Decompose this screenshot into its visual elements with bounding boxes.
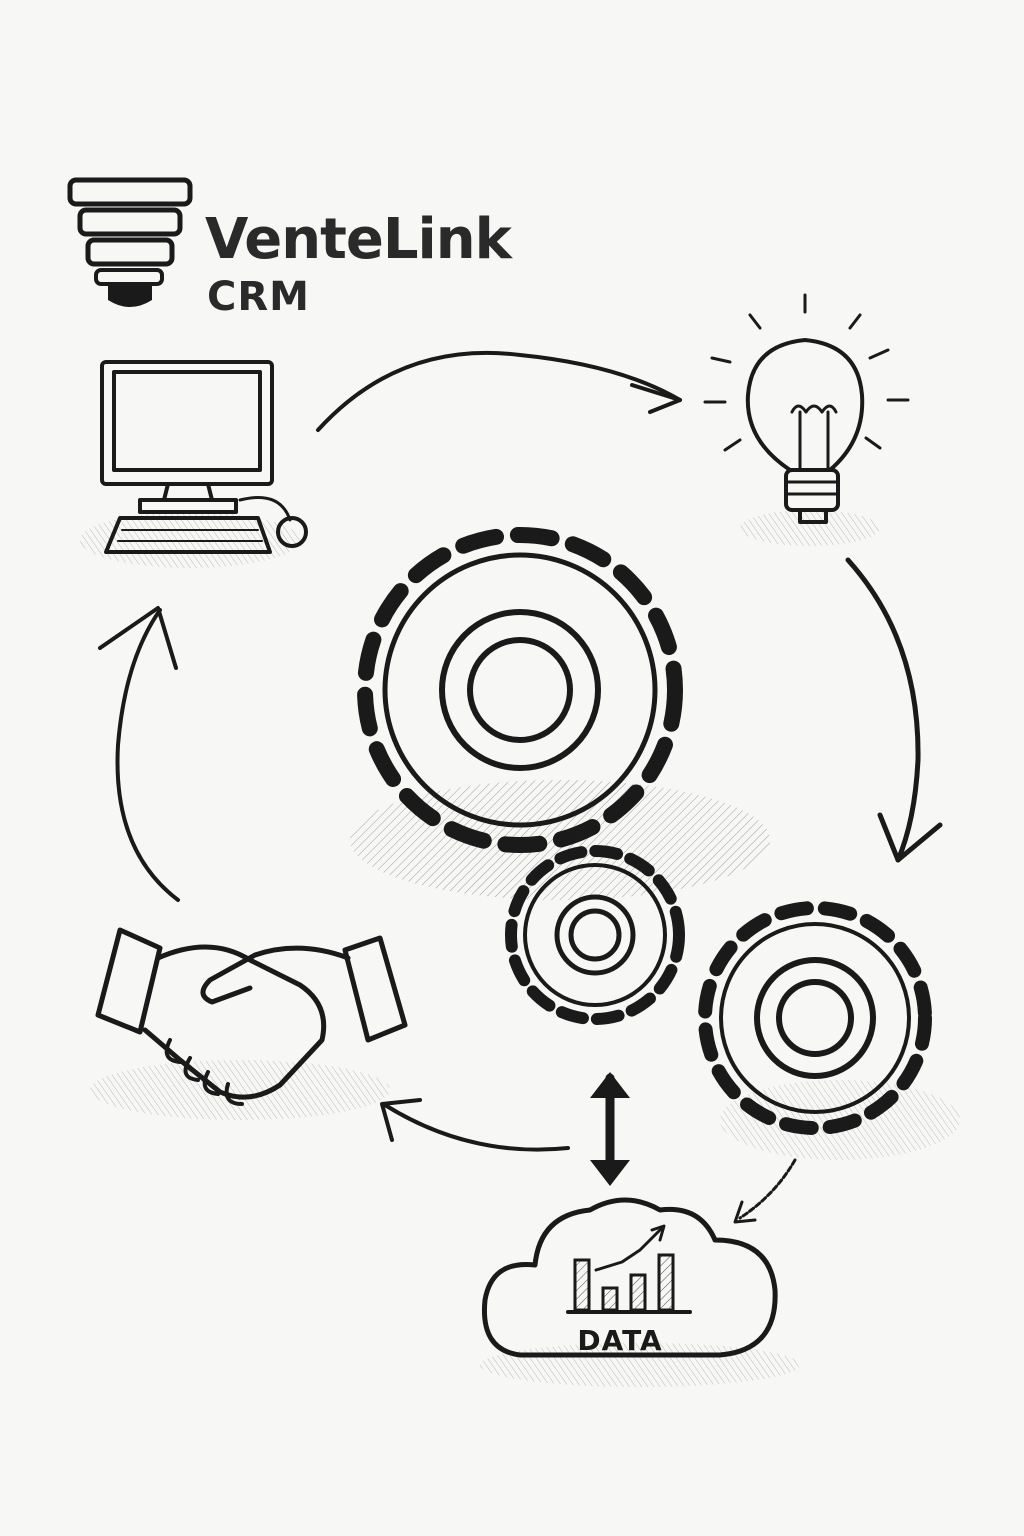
handshake-icon (90, 927, 408, 1120)
arrow-computer-to-lightbulb (316, 350, 682, 432)
funnel-icon (67, 177, 193, 307)
brand-subtitle: CRM (207, 274, 310, 320)
gears-icon (350, 527, 960, 1160)
arrow-data-to-handshake (380, 1098, 570, 1152)
arrow-gears-data-bidirectional (590, 1072, 630, 1186)
brand-name: VenteLink (205, 207, 514, 272)
data-label: DATA (577, 1324, 662, 1357)
right-gear-icon (698, 901, 932, 1135)
arrow-lightbulb-to-gears (845, 557, 943, 863)
lightbulb-icon (703, 293, 910, 546)
small-gear-icon (505, 845, 685, 1025)
large-gear-icon (357, 527, 683, 853)
computer-icon (80, 360, 308, 568)
arrow-handshake-to-computer (98, 606, 180, 902)
data-cloud-icon: DATA (480, 1197, 800, 1387)
arrow-gear-to-data (733, 1158, 797, 1224)
